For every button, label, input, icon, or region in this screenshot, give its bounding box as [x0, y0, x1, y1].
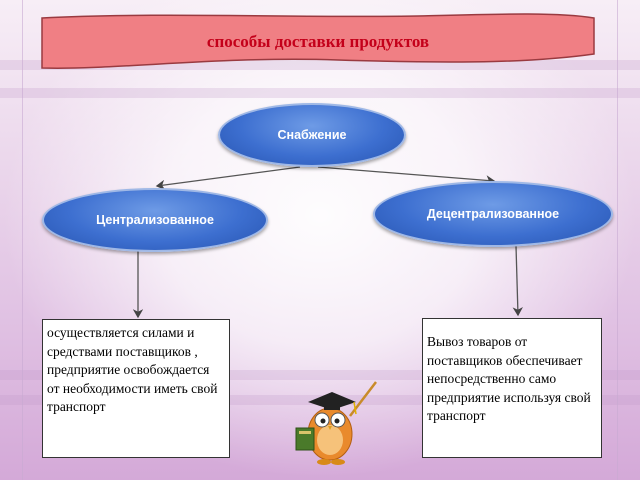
node-centralized-label: Централизованное	[96, 213, 214, 227]
arrow-root-left	[155, 166, 301, 191]
banner-shape	[41, 13, 595, 69]
arrow-right-box	[512, 245, 523, 317]
decentralized-description: Вывоз товаров от поставщиков обеспечивае…	[427, 334, 591, 423]
owl-teacher-icon	[295, 381, 377, 465]
background-stripe	[0, 60, 640, 70]
node-supply-label: Снабжение	[277, 128, 347, 142]
node-supply: Снабжение	[218, 103, 406, 167]
node-decentralized-label: Децентрализованное	[426, 207, 560, 221]
title-banner: способы доставки продуктов	[38, 12, 598, 72]
node-centralized: Централизованное	[42, 188, 268, 252]
background-stripe	[0, 88, 640, 98]
centralized-description: осуществляется силами и средствами поста…	[47, 325, 218, 414]
slide-frame	[22, 0, 618, 480]
node-decentralized: Децентрализованное	[373, 181, 613, 247]
banner-title: способы доставки продуктов	[206, 32, 430, 51]
centralized-description-box: осуществляется силами и средствами поста…	[42, 319, 230, 458]
decentralized-description-box: Вывоз товаров от поставщиков обеспечивае…	[422, 318, 602, 458]
arrow-root-right	[317, 166, 496, 186]
background-stripe	[0, 370, 640, 380]
